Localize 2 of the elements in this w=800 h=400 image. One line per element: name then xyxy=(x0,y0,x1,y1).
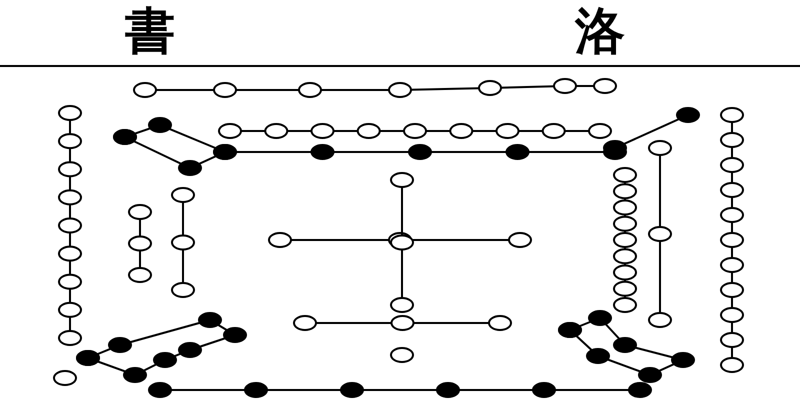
title-character: 書 xyxy=(125,2,175,60)
title-character: 洛 xyxy=(575,2,625,60)
